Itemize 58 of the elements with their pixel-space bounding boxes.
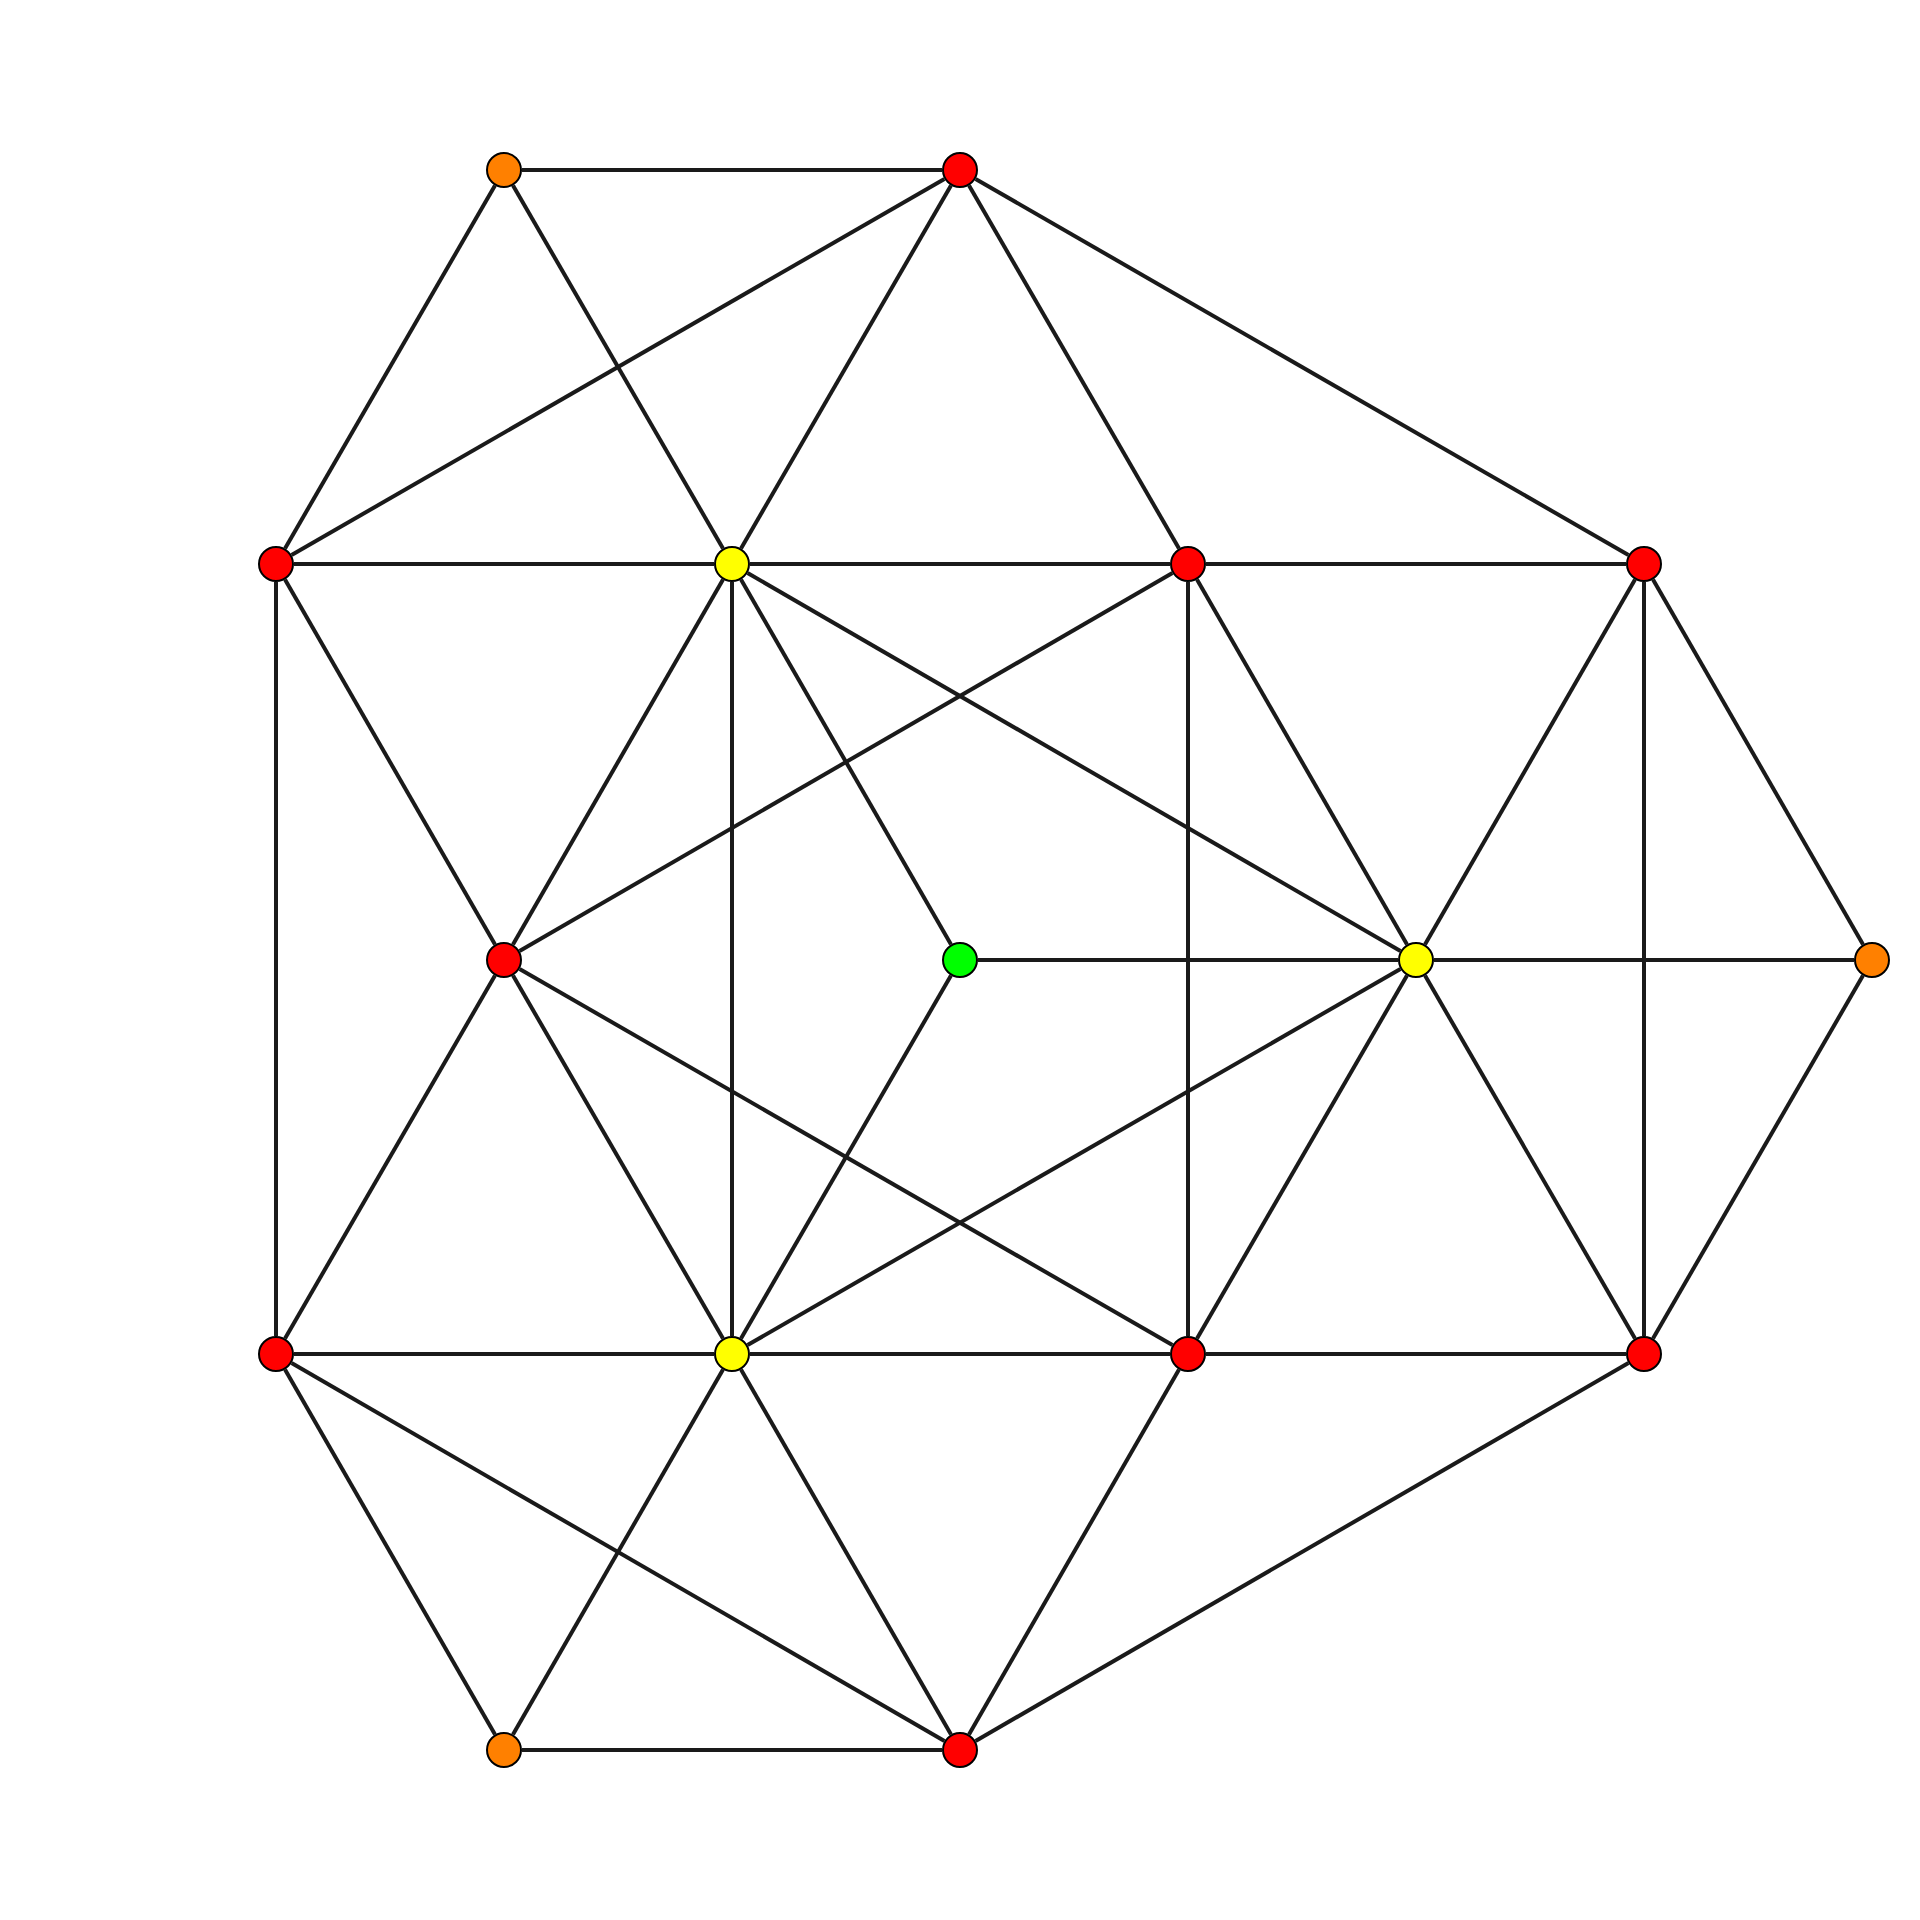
graph-vertex — [486, 1732, 522, 1768]
edge-line — [290, 177, 946, 557]
edge-line — [294, 562, 714, 566]
graph-vertex — [258, 1336, 294, 1372]
edge-line — [739, 974, 953, 1340]
graph-vertex — [1626, 546, 1662, 582]
edge-line — [739, 1368, 953, 1736]
edge-line — [1642, 582, 1646, 1336]
edge-line — [1206, 562, 1626, 566]
edge-line — [1434, 958, 1854, 962]
edge-line — [283, 578, 497, 946]
edge-line — [746, 571, 1402, 953]
edge-line — [967, 184, 1181, 550]
edge-line — [518, 967, 1174, 1347]
edge-line — [511, 974, 725, 1340]
edge-line — [1423, 974, 1637, 1340]
edge-line — [511, 1368, 725, 1736]
edge-line — [1186, 582, 1190, 1336]
graph-vertex — [1170, 1336, 1206, 1372]
edge-line — [274, 582, 278, 1336]
edge-line — [1206, 1352, 1626, 1356]
graph-vertex — [1626, 1336, 1662, 1372]
graph-vertex — [486, 152, 522, 188]
edge-line — [283, 184, 497, 550]
edge-line — [750, 562, 1170, 566]
edge-line — [739, 184, 953, 550]
edge-line — [750, 1352, 1170, 1356]
edge-line — [283, 1368, 497, 1736]
graph-vertex — [258, 546, 294, 582]
graph-vertex — [714, 546, 750, 582]
edge-line — [974, 1361, 1630, 1743]
graph-vertex — [714, 1336, 750, 1372]
edge-line — [746, 967, 1402, 1347]
edge-line — [978, 958, 1398, 962]
edge-line — [511, 578, 725, 946]
edge-line — [518, 571, 1174, 953]
edge-line — [967, 1368, 1181, 1736]
edge-line — [294, 1352, 714, 1356]
edge-line — [1195, 974, 1409, 1340]
edge-line — [739, 578, 953, 946]
edge-line — [1651, 578, 1865, 946]
graph-vertex — [1854, 942, 1890, 978]
graph-vertex — [942, 152, 978, 188]
edge-line — [974, 177, 1630, 557]
edge-line — [730, 582, 734, 1336]
graph-vertex — [1398, 942, 1434, 978]
edge-line — [1651, 974, 1865, 1340]
graph-vertex — [942, 1732, 978, 1768]
graph-vertex — [486, 942, 522, 978]
graph-vertex — [942, 942, 978, 978]
edge-line — [522, 168, 942, 172]
edge-line — [290, 1361, 946, 1743]
edge-line — [522, 1748, 942, 1752]
graph-vertex — [1170, 546, 1206, 582]
edge-line — [1195, 578, 1409, 946]
edge-line — [283, 974, 497, 1340]
edge-line — [1423, 578, 1637, 946]
edge-line — [511, 184, 725, 550]
